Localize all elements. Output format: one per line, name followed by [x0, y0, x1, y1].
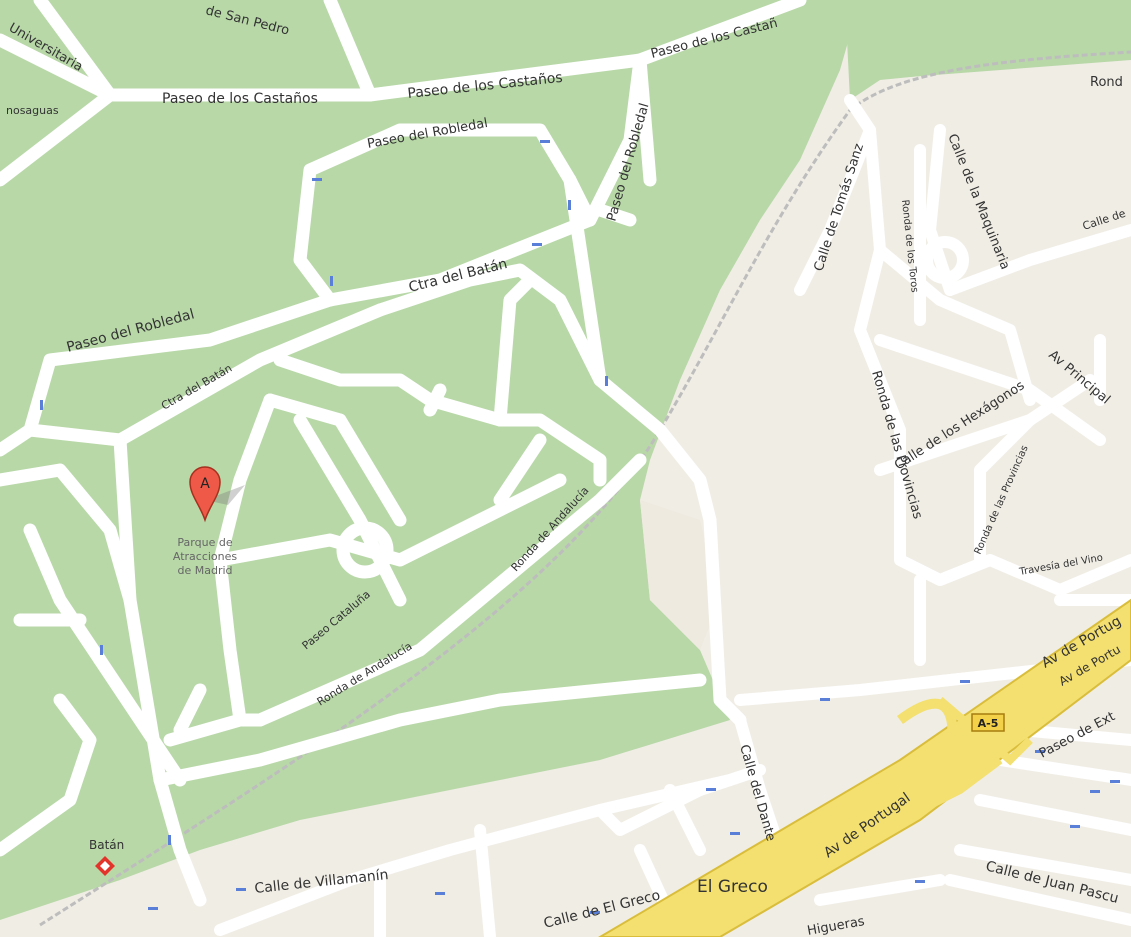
area-label-el-greco: El Greco	[697, 877, 768, 897]
marker-pin-icon	[189, 466, 221, 523]
marker-label-line1: Parque de	[177, 536, 232, 549]
marker-label-line3: de Madrid	[177, 564, 232, 577]
marker-label: Parque de Atracciones de Madrid	[173, 536, 238, 577]
direction-arrows	[40, 140, 1120, 914]
city-roads	[214, 94, 1131, 937]
metro-station-label: Batán	[89, 838, 124, 852]
park-roads	[0, 0, 807, 907]
street-label-castanos-1: Paseo de los Castaños	[162, 91, 318, 107]
metro-icon	[95, 856, 115, 876]
highway-shield-a5: A-5	[971, 713, 1005, 732]
park-area-top-right	[845, 0, 1131, 100]
street-label-nosaguas: nosaguas	[6, 104, 59, 117]
metro-station-batan[interactable]: Batán	[89, 838, 124, 876]
location-marker-a[interactable]: A	[189, 466, 245, 523]
marker-label-line2: Atracciones	[173, 550, 238, 563]
land-patch	[640, 500, 720, 650]
svg-text:A-5: A-5	[978, 717, 999, 730]
highway-a5	[598, 598, 1131, 937]
marker-letter: A	[200, 476, 210, 492]
street-label-ronda-top: Rond	[1090, 75, 1123, 90]
